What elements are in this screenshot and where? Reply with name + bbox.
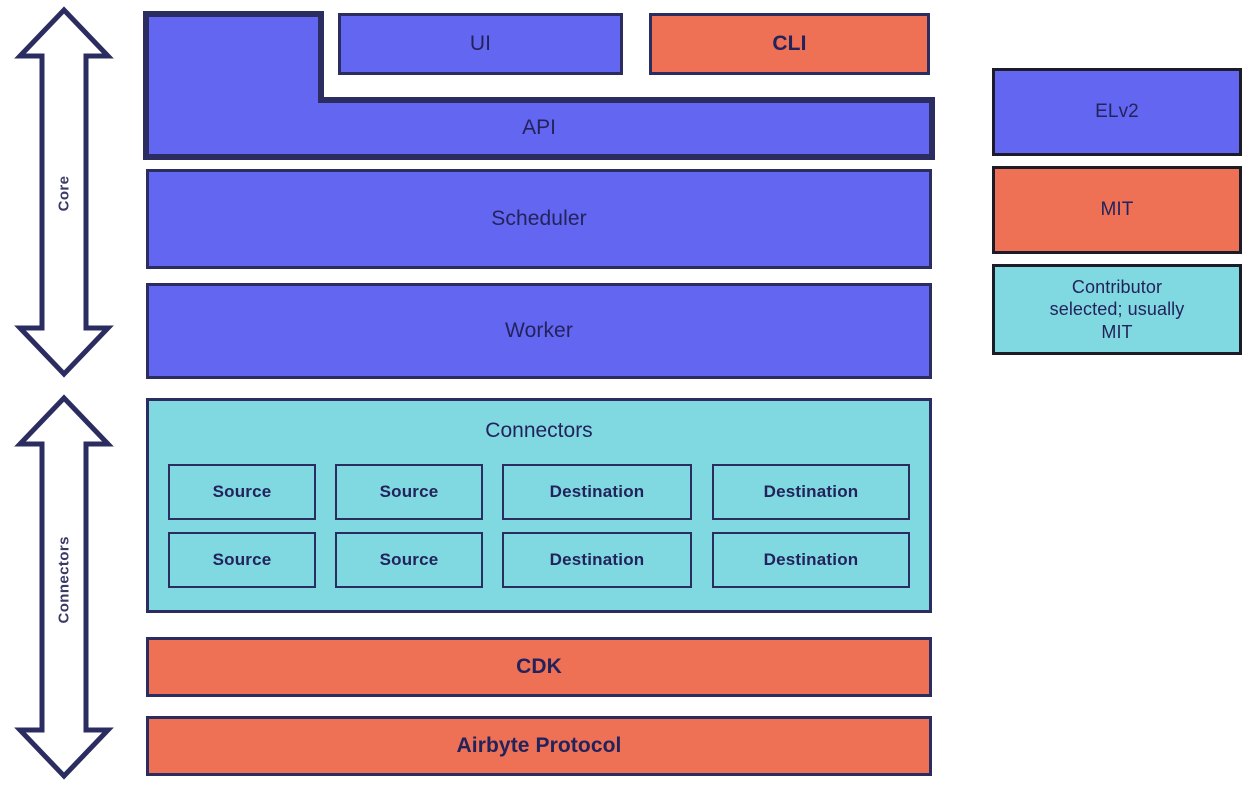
- connector-cell[interactable]: Destination: [712, 464, 910, 520]
- scheduler-block[interactable]: Scheduler: [146, 169, 932, 269]
- core-group-arrow-icon: [14, 6, 114, 378]
- connector-cell[interactable]: Source: [168, 532, 316, 588]
- legend-item-contributor: Contributor selected; usually MIT: [992, 264, 1242, 355]
- connectors-group-arrow-icon: [14, 394, 114, 780]
- airbyte-protocol-block[interactable]: Airbyte Protocol: [146, 716, 932, 776]
- connector-cell[interactable]: Destination: [502, 532, 692, 588]
- connectors-group-label: Connectors: [55, 536, 73, 624]
- connector-cell[interactable]: Source: [168, 464, 316, 520]
- connector-cell[interactable]: Source: [335, 532, 483, 588]
- core-group-label: Core: [55, 175, 73, 212]
- legend-item-elv2: ELv2: [992, 68, 1242, 156]
- connectors-panel-title: Connectors: [485, 419, 593, 442]
- connector-cell[interactable]: Destination: [712, 532, 910, 588]
- connector-cell[interactable]: Source: [335, 464, 483, 520]
- connector-cell[interactable]: Destination: [502, 464, 692, 520]
- ui-block[interactable]: UI: [338, 13, 623, 75]
- api-block-label: API: [522, 115, 556, 139]
- legend-item-mit: MIT: [992, 166, 1242, 254]
- cli-block[interactable]: CLI: [649, 13, 930, 75]
- worker-block[interactable]: Worker: [146, 283, 932, 379]
- api-block[interactable]: [140, 8, 938, 163]
- cdk-block[interactable]: CDK: [146, 637, 932, 697]
